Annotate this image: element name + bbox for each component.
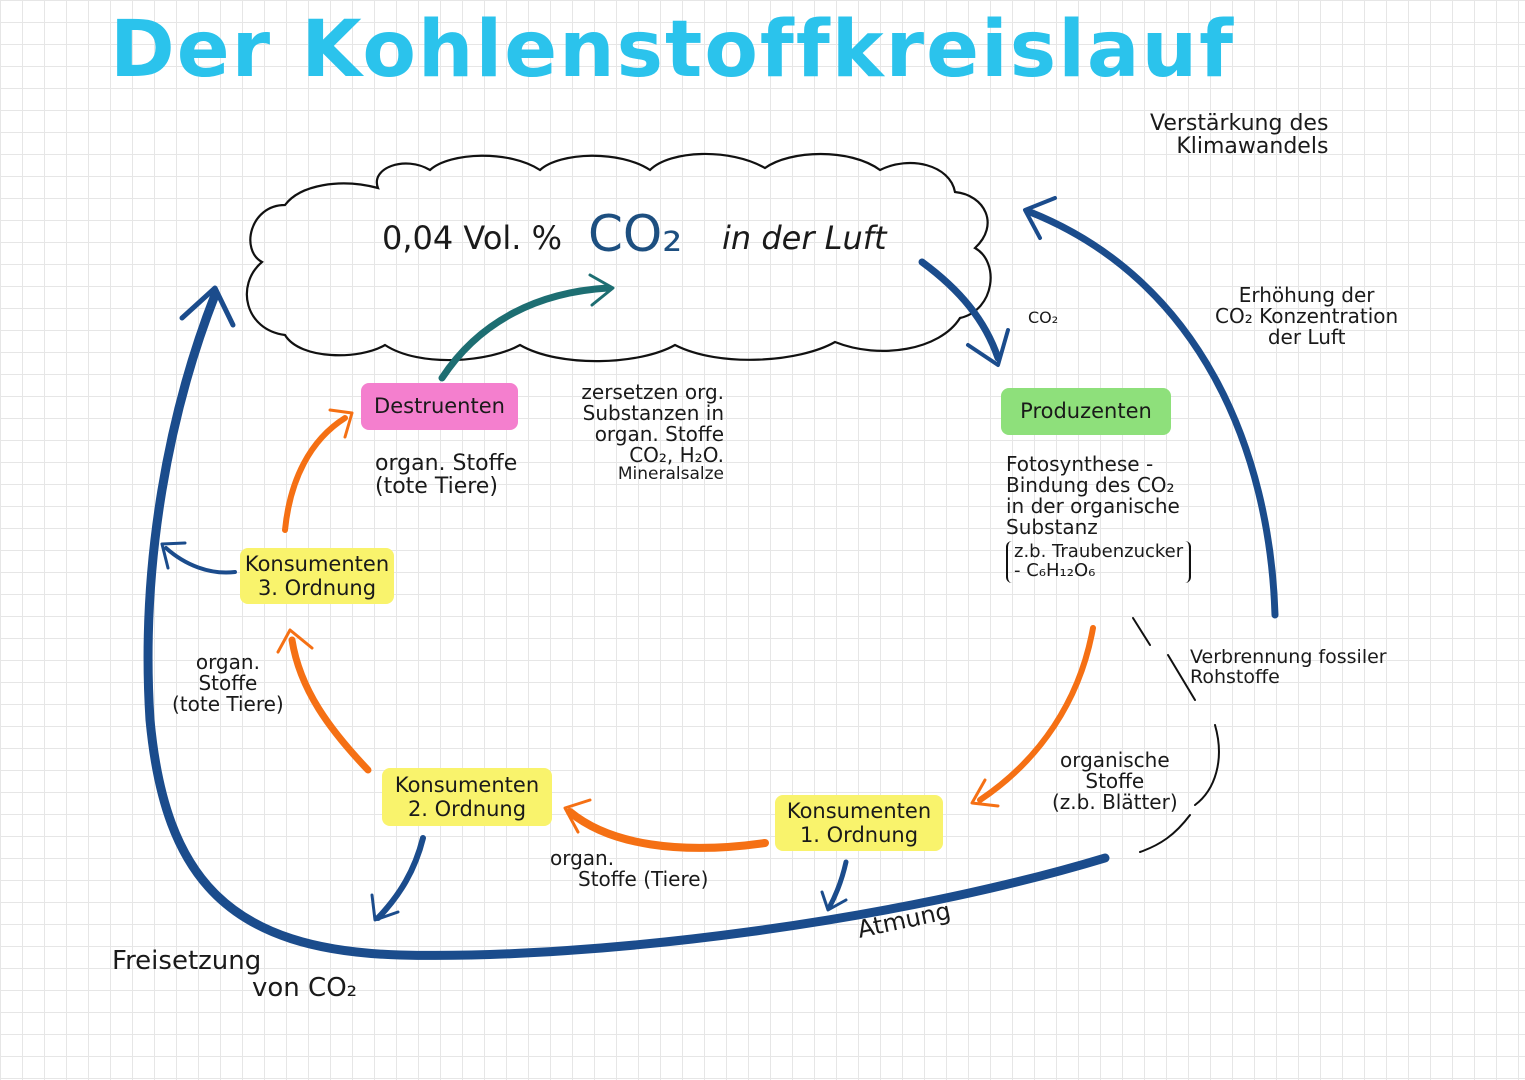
note-zersetzen-line2: Substanzen in [582,401,724,425]
note-freisetzung-line1: Freisetzung [112,946,262,976]
note-fotosynthese-formula: z.b. Traubenzucker - C₆H₁₂O₆ [1006,541,1192,583]
note-zersetzen-line1: zersetzen org. [581,380,724,404]
node-destruenten: Destruenten [361,383,518,430]
node-konsumenten-2-line2: 2. Ordnung [407,797,527,821]
cloud-shape [245,152,992,363]
note-destruenten-input-line1: organ. Stoffe [375,451,518,476]
note-verstaerkung: Verstärkung des Klimawandels [1150,112,1328,158]
note-organische-stoffe-line3: (z.b. Blätter) [1052,790,1178,814]
note-erhoehung-line3: der Luft [1267,325,1346,349]
note-fotosynthese: Fotosynthese - Bindung des CO₂ in der or… [1006,452,1192,583]
note-fotosynthese-line5: z.b. Traubenzucker [1014,541,1184,562]
arrow-k1-out-head [820,890,848,912]
arrow-k3-dest [282,415,348,533]
node-konsumenten-1-line1: Konsumenten [786,798,932,823]
node-produzenten-label: Produzenten [1020,399,1152,424]
co2-intake-arrow-head [966,328,1010,367]
node-konsumenten-2: Konsumenten 2. Ordnung [382,768,552,826]
note-verbrennung-line2: Rohstoffe [1190,665,1280,688]
fossil-arrow-head [1023,196,1057,240]
note-destruenten-input: organ. Stoffe (tote Tiere) [375,452,517,498]
note-verstaerkung-line2: Klimawandels [1176,134,1329,160]
arrow-k1-k2 [566,808,769,852]
node-konsumenten-3: Konsumenten 3. Ordnung [240,548,394,604]
co2-intake-arrow [918,258,1002,362]
arrow-k3-dest-head [328,408,354,439]
note-erhoehung-line1: Erhöhung der [1238,283,1375,307]
arrow-k3-out [164,546,237,575]
node-produzenten: Produzenten [1001,388,1171,435]
arrow-k1-k2-head [563,798,592,834]
note-freisetzung: Freisetzung von CO₂ [112,946,358,1004]
note-erhoehung: Erhöhung der CO₂ Konzentration der Luft [1215,285,1398,348]
fossil-arrow [1026,208,1279,619]
note-fotosynthese-line6: - C₆H₁₂O₆ [1014,559,1096,581]
arrow-k2-out [375,835,426,921]
destruenten-release-arrow [438,284,612,382]
note-organ-tiere-line2: Stoffe (Tiere) [578,867,709,891]
arrow-prod-k1-head [970,778,1000,808]
note-verstaerkung-line1: Verstärkung des [1150,111,1329,136]
note-organ-tiere: organ. Stoffe (Tiere) [550,848,708,890]
note-fotosynthese-line1: Fotosynthese - [1006,452,1154,476]
note-organische-stoffe-line2: Stoffe [1085,769,1145,793]
node-konsumenten-1-line2: 1. Ordnung [799,823,919,847]
note-verbrennung-line1: Verbrennung fossiler [1190,646,1387,668]
fossil-connector [1132,617,1220,853]
note-verbrennung: Verbrennung fossiler Rohstoffe [1190,646,1387,688]
note-organische-stoffe-line1: organische [1059,748,1170,772]
release-arrow-head [179,285,236,328]
note-destruenten-input-line2: (tote Tiere) [375,474,498,500]
cloud-suffix: in der Luft [722,219,887,257]
note-organ-tiere-line1: organ. [550,846,615,870]
cloud-prefix: 0,04 Vol. % [382,219,563,257]
co2-small-label: CO₂ [1028,308,1059,327]
note-organ-tote-tiere-line3: (tote Tiere) [172,692,284,716]
node-konsumenten-3-line2: 3. Ordnung [257,576,377,600]
note-freisetzung-line2: von CO₂ [252,973,358,1004]
node-konsumenten-1: Konsumenten 1. Ordnung [775,795,943,851]
arrow-k3-out-head [160,541,187,570]
release-arrow [143,290,1110,960]
note-fotosynthese-line2: Bindung des CO₂ [1006,473,1175,497]
node-destruenten-label: Destruenten [374,394,505,419]
destruenten-release-arrow-head [588,273,615,307]
note-zersetzen-line5: Mineralsalze [617,464,724,484]
page-title: Der Kohlenstoffkreislauf [110,5,1236,95]
note-erhoehung-line2: CO₂ Konzentration [1215,304,1399,328]
arrow-k2-out-head [370,893,400,922]
note-organ-tote-tiere-line2: Stoffe [198,671,258,695]
note-zersetzen: zersetzen org. Substanzen in organ. Stof… [552,382,724,484]
node-konsumenten-2-line1: Konsumenten [394,772,540,797]
node-konsumenten-3-line1: Konsumenten [244,551,390,576]
cloud-co2: CO₂ [588,205,683,263]
arrow-k1-out [826,859,849,911]
arrow-k2-k3-head [276,628,314,654]
note-fotosynthese-line4: Substanz [1006,515,1098,539]
note-fotosynthese-line3: in der organische [1006,494,1180,518]
note-zersetzen-line3: organ. Stoffe [594,422,724,446]
note-organ-tote-tiere: organ. Stoffe (tote Tiere) [172,652,284,715]
note-organ-tote-tiere-line1: organ. [195,650,260,674]
arrow-k2-k3 [288,636,372,774]
arrow-prod-k1 [977,625,1096,803]
note-zersetzen-line4: CO₂, H₂O. [629,443,724,467]
note-organische-stoffe: organische Stoffe (z.b. Blätter) [1052,750,1178,813]
